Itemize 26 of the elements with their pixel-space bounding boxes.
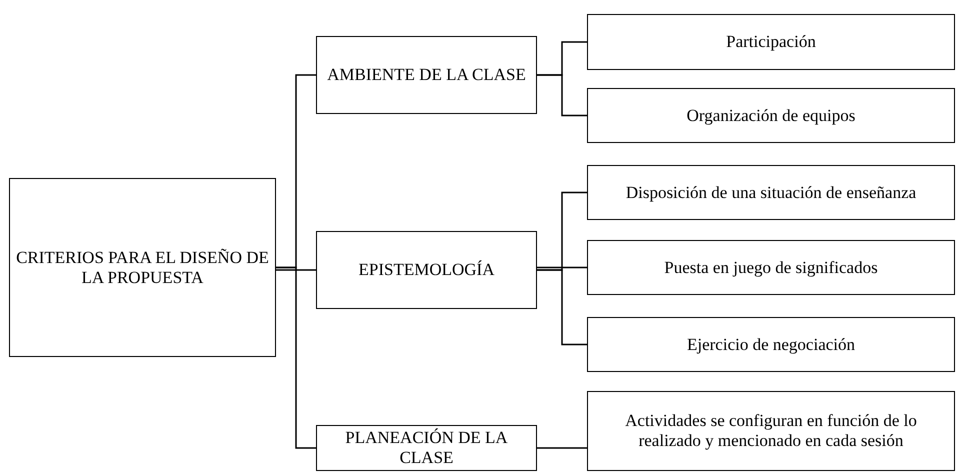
criterion-box xyxy=(587,240,955,295)
connector-line xyxy=(276,266,316,449)
criterion-box xyxy=(587,391,955,471)
node-label: Disposición de una situación de enseñanza xyxy=(624,182,918,202)
connector-line xyxy=(537,74,587,116)
criterion-box xyxy=(587,317,955,372)
node-label: CRITERIOS PARA EL DISEÑO DE LA PROPUESTA xyxy=(15,248,270,288)
connector-line xyxy=(537,269,587,346)
node-label: PLANEACIÓN DE LA CLASE xyxy=(344,428,509,468)
node-label: Puesta en juego de significados xyxy=(663,258,879,278)
criterion-box xyxy=(587,14,955,70)
connector-line xyxy=(276,269,316,271)
node-label: Organización de equipos xyxy=(686,106,856,126)
category-box xyxy=(316,36,537,114)
node-label: AMBIENTE DE LA CLASE xyxy=(326,65,527,85)
connector-line xyxy=(537,447,587,449)
node-label: Actividades se configuran en función de lo realizado y mencionado en cada sesión xyxy=(624,411,918,451)
node-label: Participación xyxy=(725,32,817,52)
category-box xyxy=(316,231,537,309)
category-box xyxy=(316,425,537,471)
connector-line xyxy=(537,266,587,268)
node-label: EPISTEMOLOGÍA xyxy=(358,260,496,280)
root-box xyxy=(9,178,276,357)
criterion-box xyxy=(587,165,955,220)
node-label: Ejercicio de negociación xyxy=(686,334,856,354)
criterion-box xyxy=(587,88,955,143)
